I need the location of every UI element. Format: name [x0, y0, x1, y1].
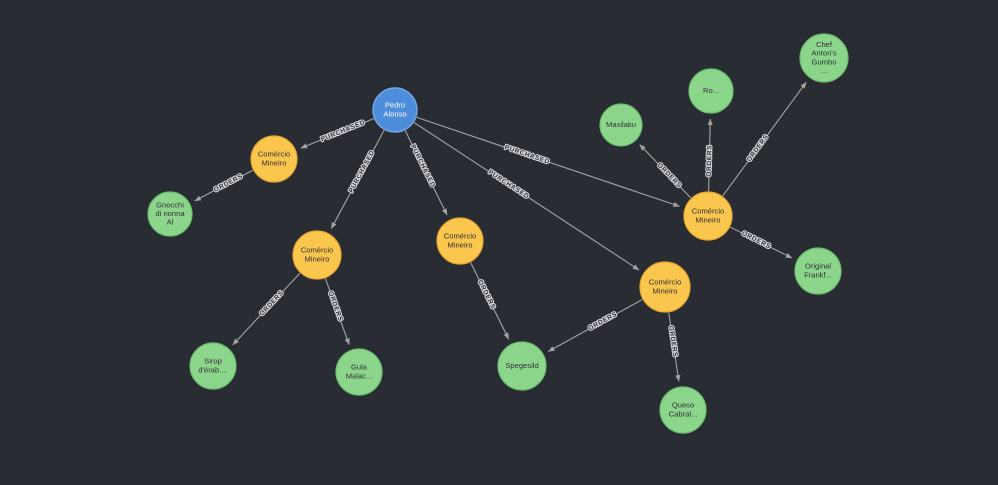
node-label-line: Spegesild	[505, 361, 538, 370]
node-label-line: Queso	[672, 401, 694, 410]
node-label-line: Mineiro	[448, 240, 473, 249]
node-label-line: Ro...	[703, 86, 719, 95]
graph-node-product[interactable]: Ro...	[688, 68, 734, 114]
node-label-line: Maxilaku	[606, 120, 636, 129]
graph-node-product[interactable]: ChefAnton'sGumbo...	[799, 33, 849, 83]
node-circle[interactable]	[688, 68, 734, 114]
node-label-line: Comércio	[258, 150, 291, 159]
node-label-line: Mineiro	[305, 254, 330, 263]
node-label-line: Comércio	[649, 278, 682, 287]
node-circle[interactable]	[250, 135, 298, 183]
graph-edge[interactable]	[730, 226, 793, 259]
edge-label: PURCHASED	[409, 143, 436, 188]
graph-edge[interactable]	[707, 118, 713, 192]
node-label-line: Mineiro	[653, 286, 678, 295]
edge-label: PURCHASED	[348, 149, 377, 194]
node-label-line: Mineiro	[262, 158, 287, 167]
edge-label: ORDERS	[656, 162, 683, 190]
graph-edge[interactable]	[547, 299, 643, 352]
graph-edge[interactable]	[404, 130, 448, 216]
edge-label: PURCHASED	[320, 119, 366, 143]
node-circle[interactable]	[372, 87, 418, 133]
node-label-line: Gnocchi	[156, 200, 184, 209]
node-label-line: ...	[821, 66, 827, 75]
graph-node-product[interactable]: OriginalFrankf...	[794, 247, 842, 295]
graph-node-product[interactable]: GulaMalac...	[335, 348, 383, 396]
graph-edge[interactable]	[324, 278, 350, 345]
node-label-line: Comércio	[692, 207, 725, 216]
node-label-line: Cabral...	[669, 409, 698, 418]
node-label-line: Gumbo	[812, 57, 837, 66]
graph-node-product[interactable]: QuesoCabral...	[659, 386, 707, 434]
node-label-line: Chef	[816, 40, 833, 49]
node-circle[interactable]	[335, 348, 383, 396]
node-circle[interactable]	[683, 191, 733, 241]
graph-edge[interactable]	[232, 272, 301, 346]
node-label-line: Comércio	[444, 232, 477, 241]
graph-node-product[interactable]: Maxilaku	[599, 103, 643, 147]
node-label-line: Alonso	[383, 109, 406, 118]
node-circle[interactable]	[189, 342, 237, 390]
node-circle[interactable]	[799, 33, 849, 83]
node-circle[interactable]	[497, 341, 547, 391]
nodes-layer[interactable]: PedroAlonsoComércioMineiroComércioMineir…	[147, 33, 849, 434]
edge-label: ORDERS	[740, 230, 772, 250]
graph-node-product[interactable]: Siropd'érab....	[189, 342, 237, 390]
node-label-line: Frankf...	[804, 270, 832, 279]
node-label-line: Pedro	[385, 101, 405, 110]
graph-node-product[interactable]: Spegesild	[497, 341, 547, 391]
node-label-line: Gula	[351, 363, 368, 372]
edge-label: PURCHASED	[504, 144, 551, 166]
graph-edge[interactable]	[194, 169, 254, 202]
edge-label: ORDERS	[258, 289, 285, 317]
graph-edge[interactable]	[300, 118, 374, 149]
edges-layer	[194, 81, 807, 382]
node-circle[interactable]	[794, 247, 842, 295]
edge-label: ORDERS	[746, 133, 770, 163]
node-circle[interactable]	[147, 191, 193, 237]
node-label-line: di nonna	[155, 209, 185, 218]
edge-label: ORDERS	[213, 173, 244, 194]
node-label-line: Comércio	[301, 246, 334, 255]
node-label-line: Mineiro	[696, 215, 721, 224]
node-label-line: Al	[167, 218, 174, 227]
edge-label: ORDERS	[706, 145, 714, 177]
graph-edge[interactable]	[330, 129, 385, 229]
node-label-line: Anton's	[811, 49, 836, 58]
graph-edge[interactable]	[470, 262, 510, 340]
graph-edge[interactable]	[413, 122, 640, 271]
node-circle[interactable]	[292, 230, 342, 280]
node-circle[interactable]	[599, 103, 643, 147]
node-circle[interactable]	[659, 386, 707, 434]
node-label-line: Original	[805, 262, 831, 271]
edge-label: ORDERS	[587, 311, 618, 333]
node-label-line: Sirop	[204, 357, 222, 366]
edge-label: ORDERS	[476, 279, 496, 311]
graph-edge[interactable]	[668, 312, 681, 382]
edge-label: ORDERS	[667, 325, 679, 357]
edge-label: ORDERS	[327, 290, 344, 322]
edge-label: PURCHASED	[487, 169, 530, 201]
node-label-line: Malac...	[346, 371, 373, 380]
graph-edge[interactable]	[416, 116, 680, 207]
node-circle[interactable]	[639, 261, 691, 313]
node-label-line: d'érab....	[198, 365, 227, 374]
graph-edge[interactable]	[639, 144, 692, 199]
node-circle[interactable]	[436, 217, 484, 265]
graph-edge[interactable]	[722, 81, 807, 197]
